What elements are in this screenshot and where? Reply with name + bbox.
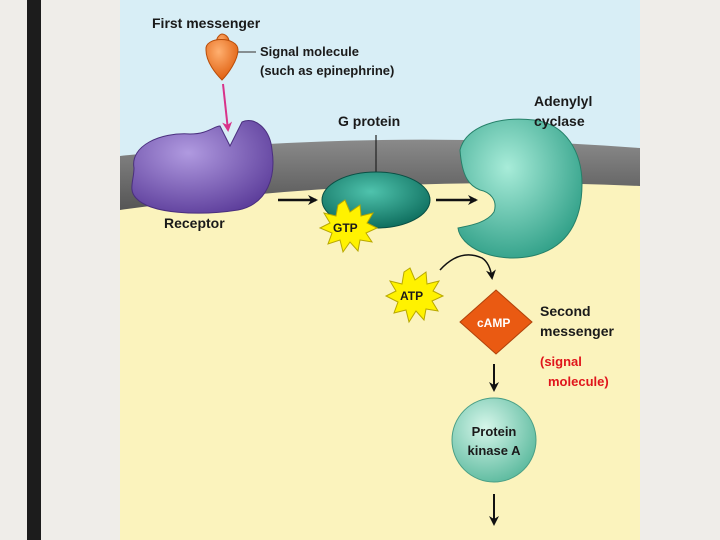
second-messenger-label-1: Second [540, 303, 591, 319]
protein-kinase-label-2: kinase A [468, 443, 522, 458]
second-messenger-label-2: messenger [540, 323, 614, 339]
receptor-label: Receptor [164, 215, 225, 231]
diagram-canvas: First messenger Signal molecule (such as… [120, 0, 640, 540]
first-messenger-label: First messenger [152, 15, 261, 31]
atp-starburst [384, 267, 445, 324]
camp-diamond [459, 289, 533, 355]
signal-note-label-2: molecule) [548, 374, 609, 389]
protein-kinase-label-1: Protein [472, 424, 517, 439]
signal-note-label-1: (signal [540, 354, 582, 369]
slide-left-bar [27, 0, 41, 540]
signal-molecule-drop-icon [205, 39, 239, 81]
g-protein-label: G protein [338, 113, 400, 129]
adenylyl-label: Adenylyl [534, 93, 592, 109]
protein-kinase-circle [451, 397, 537, 483]
receptor-shape [131, 120, 274, 214]
gtp-label: GTP [333, 221, 358, 235]
camp-label: cAMP [477, 316, 510, 330]
adenylyl-cyclase-shape [457, 118, 583, 259]
signaling-diagram: First messenger Signal molecule (such as… [120, 0, 640, 540]
gtp-starburst [318, 199, 379, 254]
binding-arrow [222, 83, 233, 132]
arrow-atp-to-camp [439, 254, 496, 280]
atp-label: ATP [400, 289, 423, 303]
cyclase-label: cyclase [534, 113, 585, 129]
signal-molecule-label: Signal molecule [260, 44, 359, 59]
signal-molecule-example: (such as epinephrine) [260, 63, 394, 78]
